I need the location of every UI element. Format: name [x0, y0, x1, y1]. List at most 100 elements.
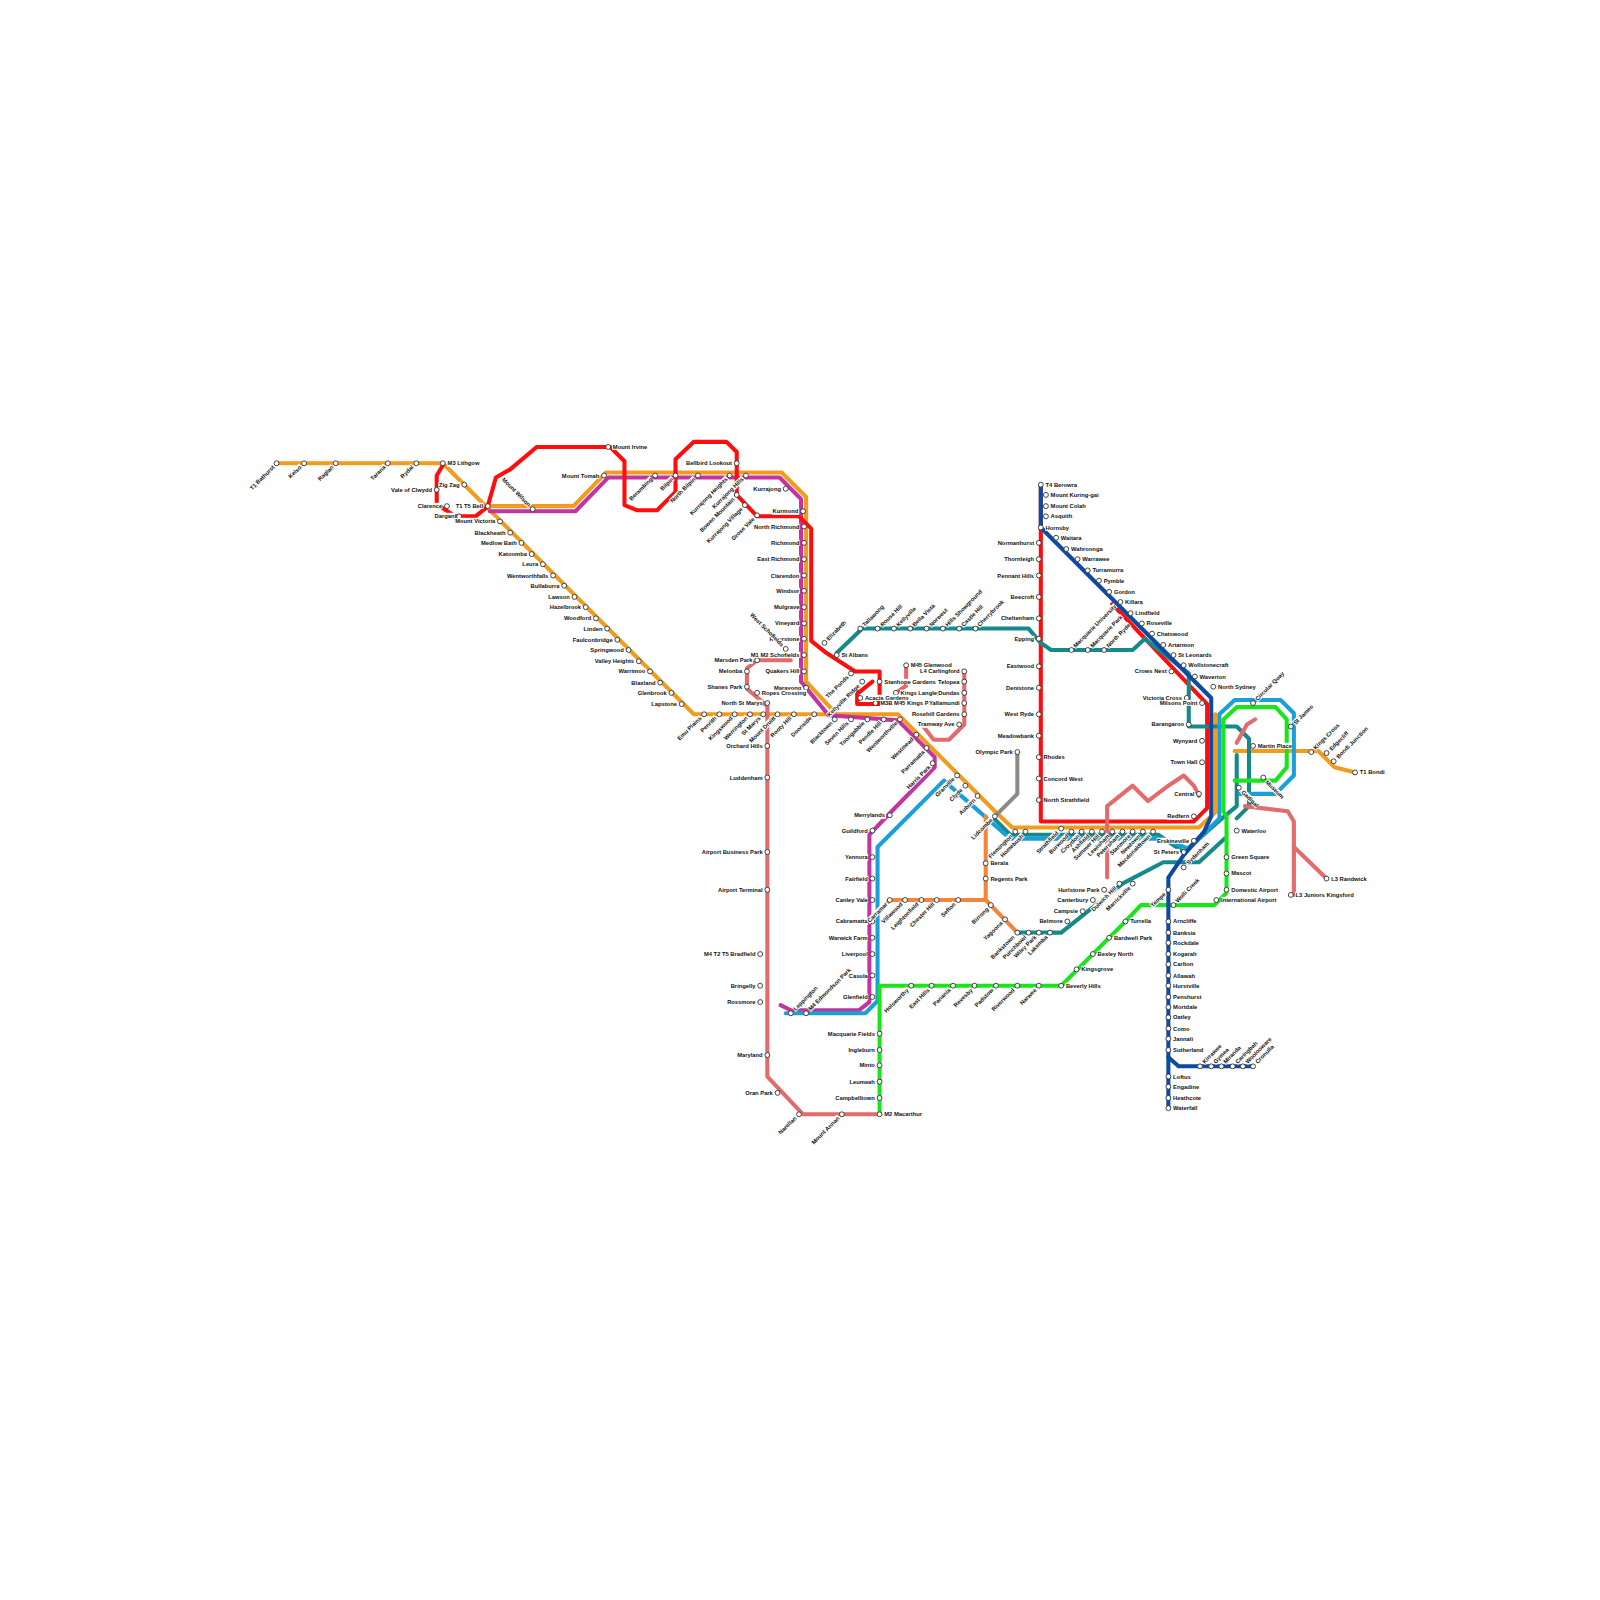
station-label: West Ryde: [1004, 711, 1035, 717]
rail-line: [1041, 485, 1211, 1108]
station-marker: [1166, 1048, 1171, 1053]
station-marker: [1139, 621, 1144, 626]
station-marker: [1200, 760, 1205, 765]
station-label: Glenfield: [842, 994, 868, 1000]
station-label: T1 Bondi: [1359, 769, 1385, 775]
station-marker: [1251, 701, 1256, 706]
station-marker: [1090, 952, 1095, 957]
station-marker: [1036, 664, 1041, 669]
station-marker: [1166, 1026, 1171, 1031]
station-label: Valley Heights: [594, 658, 634, 664]
station-label: Circular Quay: [1254, 670, 1286, 702]
station-label: Raglan: [316, 464, 335, 483]
station-label: Hazelbrook: [549, 604, 581, 610]
station-label: North Strathfield: [1043, 797, 1090, 803]
station-label: Melonba: [718, 668, 743, 674]
station-marker: [653, 473, 658, 478]
station-marker: [1054, 535, 1059, 540]
station-marker: [870, 935, 875, 940]
station-label: Faulconbridge: [572, 637, 613, 643]
station-marker: [732, 712, 737, 717]
station-marker: [1324, 876, 1329, 881]
station-label: Wolli Creek: [1174, 877, 1201, 904]
station-label: Meadowbank: [997, 733, 1034, 739]
station-label: Bullaburra: [530, 583, 560, 589]
station-marker: [1064, 547, 1069, 552]
station-marker: [636, 659, 641, 664]
station-label: Wahroonga: [1071, 546, 1104, 552]
station-label: Waverton: [1199, 673, 1226, 679]
station-label: Bringelly: [730, 983, 756, 989]
station-marker: [802, 621, 807, 626]
station-marker: [802, 669, 807, 674]
station-label: Waterloo: [1241, 827, 1267, 833]
station-marker: [914, 732, 919, 737]
station-label: Fairfield: [845, 875, 869, 881]
station-label: Como: [1173, 1025, 1190, 1031]
station-label: Panania: [931, 986, 952, 1007]
station-label: Glenbrook: [637, 690, 667, 696]
station-label: Olympic Park: [975, 749, 1013, 755]
station-marker: [385, 461, 390, 466]
station-label: Ingleburn: [848, 1047, 875, 1053]
station-marker: [839, 1112, 844, 1117]
station-marker: [1059, 826, 1064, 831]
rail-line: [786, 700, 1294, 1013]
station-label: Hornsby: [1045, 524, 1070, 530]
station-marker: [1036, 540, 1041, 545]
station-marker: [898, 717, 903, 722]
station-marker: [919, 898, 924, 903]
station-marker: [485, 504, 490, 509]
station-marker: [1075, 557, 1080, 562]
rail-line: [490, 478, 935, 1011]
station-label: Blaxland: [631, 679, 656, 685]
station-marker: [440, 461, 445, 466]
rail-line: [277, 463, 1216, 827]
station-marker: [1353, 770, 1358, 775]
station-marker: [908, 626, 913, 631]
station-marker: [1166, 1015, 1171, 1020]
station-label: Rosehill Gardens: [911, 711, 960, 717]
station-marker: [802, 588, 807, 593]
station-label: Denistone: [1006, 685, 1035, 691]
rail-line: [880, 707, 1287, 1114]
station-label: Mount Colah: [1050, 503, 1086, 509]
station-marker: [1214, 898, 1219, 903]
station-label: East Richmond: [757, 556, 800, 562]
station-label: Kurmond: [772, 508, 799, 514]
station-label: Beverly Hills: [1065, 983, 1101, 989]
station-marker: [1251, 743, 1256, 748]
station-label: Mount Wilson: [500, 476, 532, 508]
station-label: Kelso: [287, 464, 303, 480]
station-label: Sydenham: [1184, 841, 1210, 867]
station-marker: [1166, 1036, 1171, 1041]
station-label: Belmore: [1039, 918, 1063, 924]
rail-line: [878, 816, 986, 913]
station-marker: [877, 1031, 882, 1036]
station-marker: [1181, 663, 1186, 668]
station-marker: [755, 690, 760, 695]
station-marker: [1013, 829, 1018, 834]
station-label: Airport Business Park: [701, 849, 763, 855]
station-marker: [648, 669, 653, 674]
rail-line: [437, 465, 486, 516]
station-marker: [1261, 775, 1266, 780]
station-label: Clyde: [948, 786, 964, 802]
station-marker: [909, 983, 914, 988]
station-marker: [870, 876, 875, 881]
station-marker: [444, 504, 449, 509]
station-label: Canley Vale: [835, 897, 868, 903]
station-marker: [1240, 1064, 1245, 1069]
station-label: Museum: [1264, 778, 1286, 800]
station-label: Zig Zag: [438, 482, 460, 488]
station-marker: [1059, 983, 1064, 988]
station-marker: [602, 473, 607, 478]
station-marker: [1200, 738, 1205, 743]
station-marker: [802, 524, 807, 529]
station-marker: [1331, 759, 1336, 764]
station-marker: [1069, 648, 1074, 653]
station-marker: [881, 717, 886, 722]
station-label: M3 Lithgow: [447, 460, 480, 466]
station-marker: [973, 626, 978, 631]
